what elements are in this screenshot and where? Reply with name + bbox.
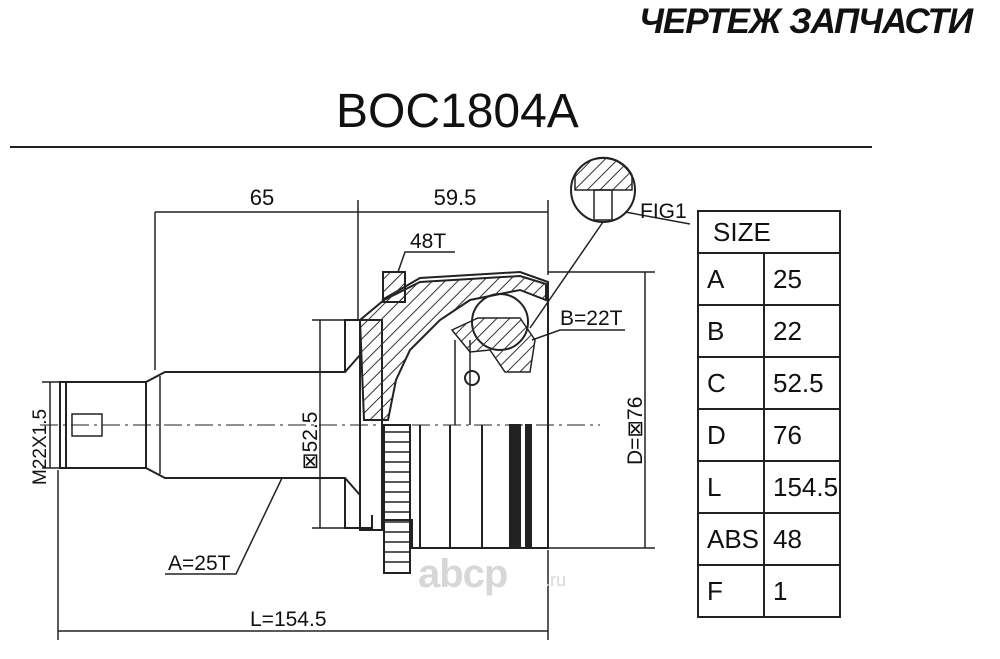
housing-section-hatch [358, 274, 547, 421]
size-value: 76 [763, 408, 841, 462]
size-key: ABS [697, 512, 765, 566]
size-value: 52.5 [763, 356, 841, 410]
abs-ring [383, 424, 411, 574]
size-row-b: B 22 [697, 304, 841, 358]
abs-teeth-block [382, 271, 406, 303]
size-row-d: D 76 [697, 408, 841, 462]
size-value: 48 [763, 512, 841, 566]
size-table-header: SIZE [697, 210, 841, 254]
dim-a: A=25T [168, 552, 231, 575]
size-value: 1 [763, 564, 841, 618]
size-row-f: F 1 [697, 564, 841, 618]
size-key: L [697, 460, 765, 514]
dim-b: B=22T [560, 307, 623, 330]
dim-housing-length: 59.5 [434, 185, 477, 210]
size-key: F [697, 564, 765, 618]
size-row-c: C 52.5 [697, 356, 841, 410]
dim-shaft-length: 65 [250, 185, 274, 210]
size-table-header-row: SIZE [697, 210, 841, 254]
size-row-a: A 25 [697, 252, 841, 306]
size-key: B [697, 304, 765, 358]
fig1-detail [529, 156, 691, 329]
size-value: 154.5 [763, 460, 841, 514]
part-number: BOC1804A [336, 85, 579, 138]
housing-outline [381, 270, 549, 549]
watermark-domain: .ru [545, 570, 567, 590]
size-row-l: L 154.5 [697, 460, 841, 514]
watermark-logo: abcp [418, 552, 508, 596]
size-value: 25 [763, 252, 841, 306]
dim-c: ⊠52.5 [299, 412, 322, 470]
size-key: C [697, 356, 765, 410]
size-table: SIZE A 25 B 22 C 52.5 D 76 L 154.5 ABS 4… [697, 210, 841, 618]
dim-fig-label: FIG1 [640, 200, 687, 223]
size-key: A [697, 252, 765, 306]
size-row-abs: ABS 48 [697, 512, 841, 566]
dim-l: L=154.5 [250, 608, 327, 631]
dim-thread: M22X1.5 [30, 409, 51, 485]
dim-abs-teeth: 48T [410, 230, 446, 253]
size-value: 22 [763, 304, 841, 358]
dim-d: D=⊠76 [624, 397, 647, 465]
shaft [145, 354, 361, 496]
size-key: D [697, 408, 765, 462]
banner-title: ЧЕРТЕЖ ЗАПЧАСТИ [639, 2, 973, 41]
title-divider [10, 146, 872, 148]
